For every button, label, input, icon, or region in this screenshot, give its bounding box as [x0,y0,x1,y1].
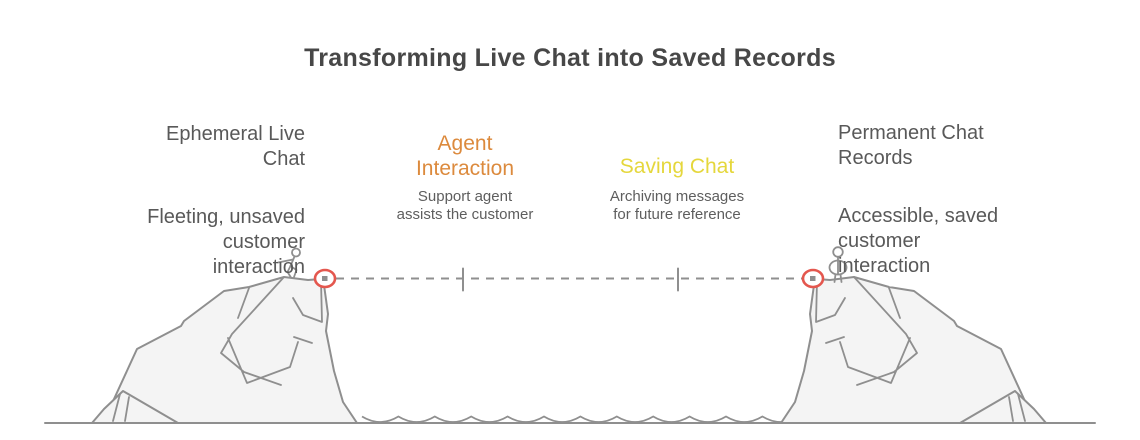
step-saving-chat-description: Archiving messages for future reference [609,188,745,223]
step-agent-interaction-description: Support agent assists the customer [396,188,534,223]
right-block-description: Accessible, saved customer interaction [838,205,999,277]
left-block-description: Fleeting, unsaved customer interaction [147,206,305,278]
right-block-heading: Permanent Chat Records [838,122,984,169]
ephemeral-live-chat-block: Ephemeral Live Chat Fleeting, unsaved cu… [60,97,305,305]
permanent-chat-records-block: Permanent Chat Records Accessible, saved… [838,96,1088,304]
water-waves-icon [361,415,800,423]
stick-figure-standing-icon [828,246,848,283]
stick-figure-walking-icon [277,247,301,279]
anchor-point-right-icon [801,268,825,289]
step-agent-interaction-label: Agent Interaction [415,132,515,180]
foothill-rock-icon [91,390,179,424]
page-title: Transforming Live Chat into Saved Record… [304,44,836,72]
anchor-point-left-icon [313,268,337,289]
left-cliff-icon [91,276,358,424]
left-block-heading: Ephemeral Live Chat [166,123,305,170]
step-saving-chat-label: Saving Chat [619,155,735,178]
